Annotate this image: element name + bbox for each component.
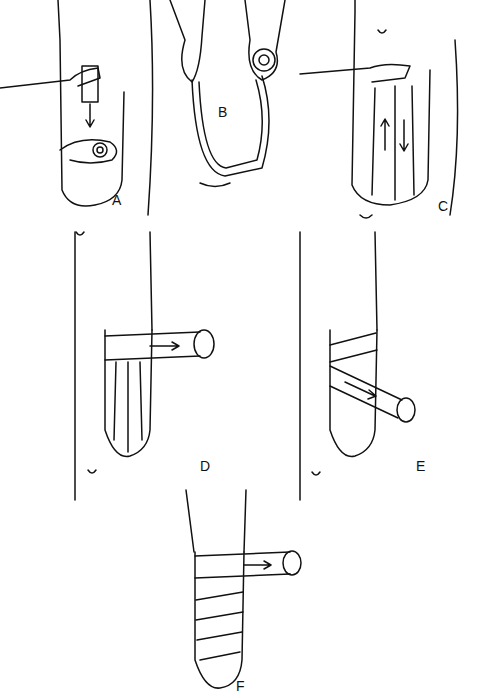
bandage-loop: [192, 76, 269, 176]
leg-outline: [148, 0, 153, 215]
hand: [245, 0, 285, 80]
bandage-wrap: [105, 332, 200, 360]
bandage-wrap: [330, 333, 377, 362]
panel-e-drawing: [300, 232, 415, 500]
stump-outline: [105, 330, 152, 456]
hand: [300, 64, 410, 82]
arrow: [345, 382, 376, 399]
bandage-roll: [259, 55, 269, 65]
body-outline: [186, 490, 194, 552]
panel-letter: C: [438, 198, 448, 214]
bandage-strip: [82, 66, 98, 102]
bandage-roll: [283, 551, 301, 575]
stump-outline: [330, 330, 377, 456]
panel-letter: F: [236, 678, 245, 694]
stump-outline: [58, 0, 124, 206]
mark: [378, 30, 386, 33]
body-outline: [74, 232, 76, 500]
bandage-loop: [199, 80, 262, 168]
mark: [88, 470, 96, 473]
leg-outline: [450, 40, 458, 215]
arrow: [244, 561, 271, 569]
bandage-wrap: [195, 552, 290, 578]
bandage-roll: [97, 147, 103, 153]
bandage-roll: [93, 143, 107, 157]
arrow: [150, 342, 179, 350]
panel-letter: D: [200, 458, 210, 474]
panel-f-drawing: [186, 490, 301, 688]
stump-outline: [352, 0, 430, 205]
hand: [0, 68, 100, 88]
bandage-wraps: [196, 592, 243, 660]
bandage-wrap: [330, 366, 402, 418]
body-outline: [244, 490, 246, 552]
hand: [170, 0, 205, 82]
mark: [200, 183, 230, 187]
arrow: [381, 119, 389, 150]
mark: [360, 215, 372, 218]
arrow: [400, 120, 408, 151]
stump-outline: [195, 552, 244, 688]
mark: [312, 472, 320, 475]
body-outline: [150, 232, 152, 330]
mark: [76, 232, 84, 235]
bandage-roll: [194, 330, 214, 358]
panel-letter: A: [112, 192, 121, 208]
panel-b-drawing: [170, 0, 285, 187]
panel-d-drawing: [75, 232, 214, 500]
bandage-strips: [372, 86, 414, 200]
body-outline: [299, 232, 301, 500]
bandage-roll: [253, 49, 275, 71]
bandage-strips: [114, 362, 142, 452]
panel-c-drawing: [300, 0, 458, 218]
hand: [60, 140, 117, 163]
panel-a-drawing: [0, 0, 153, 235]
bandage-roll: [397, 398, 415, 422]
body-outline: [375, 232, 377, 330]
panel-letter: E: [416, 458, 425, 474]
panel-letter: B: [218, 104, 227, 120]
arrow: [86, 104, 94, 127]
